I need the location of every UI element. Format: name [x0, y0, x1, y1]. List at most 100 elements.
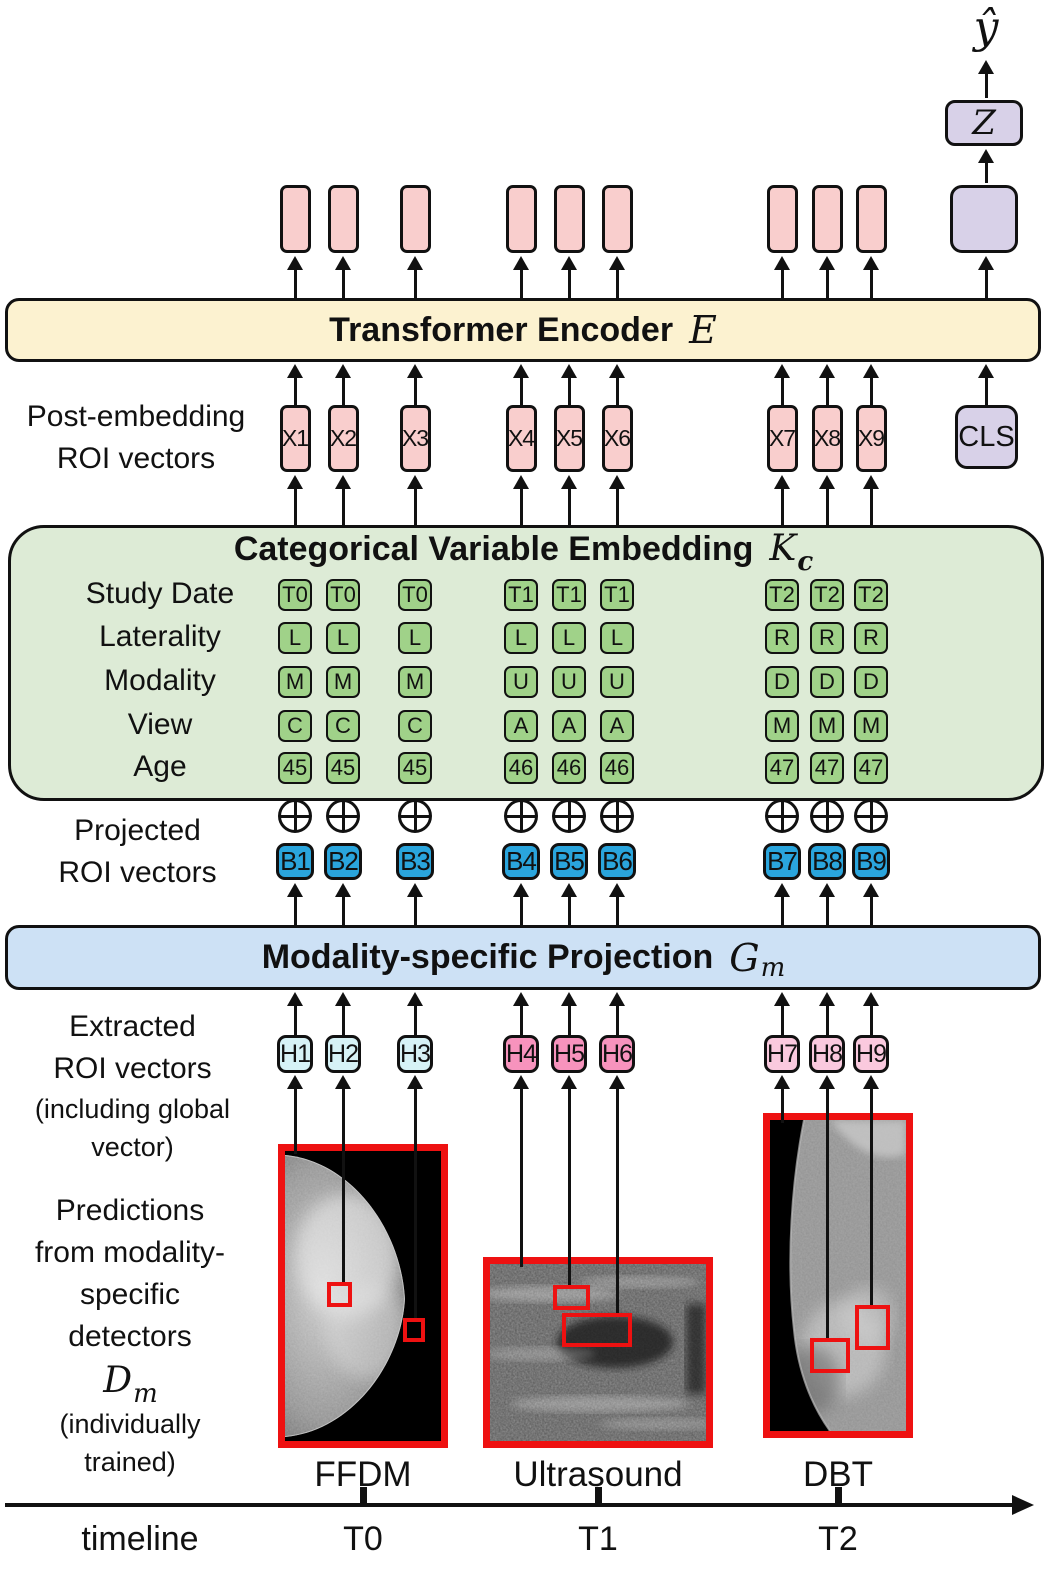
post-embedding-token-X9: X9	[855, 405, 887, 472]
row-label-study-date: Study Date	[85, 577, 235, 610]
embedding-to-x-2-arrowhead-icon	[335, 475, 351, 489]
x-to-encoder-3-arrowhead-icon	[407, 364, 423, 378]
projected-token-B1: B1	[276, 843, 314, 880]
embedding-cell-modality-1: M	[278, 666, 312, 698]
projection-to-b-6-line	[615, 893, 619, 925]
oplus-add-icon-7	[765, 799, 799, 833]
embedding-cell-age-1: 45	[278, 752, 312, 784]
h-to-projection-2-arrowhead-icon	[335, 992, 351, 1006]
oplus-add-icon-5	[552, 799, 586, 833]
embedding-cell-view-7: M	[765, 710, 799, 742]
h-to-projection-1-line	[293, 1002, 297, 1035]
embedding-cell-laterality-9: R	[854, 622, 888, 654]
projected-label-line2: ROI vectors	[58, 856, 217, 889]
projected-token-B4: B4	[502, 843, 540, 880]
h-to-projection-9-arrowhead-icon	[863, 992, 879, 1006]
dbt-roi-1	[810, 1338, 850, 1373]
extracted-roi-label: Extracted ROI vectors (including global …	[0, 1006, 265, 1166]
h-to-projection-8-arrowhead-icon	[819, 992, 835, 1006]
embedding-cell-modality-6: U	[600, 666, 634, 698]
detectors-label-line1: Predictions	[55, 1194, 205, 1227]
detectors-symbol-sub: m	[133, 1379, 158, 1409]
embedding-cell-modality-7: D	[765, 666, 799, 698]
output-token-5	[553, 185, 585, 253]
projection-band-title: Modality-specific Projection	[261, 938, 714, 976]
image-to-h-1-line	[293, 1085, 297, 1154]
time-t2-label: T2	[818, 1520, 858, 1558]
embedding-cell-age-8: 47	[810, 752, 844, 784]
embedding-to-x-4-line	[519, 485, 523, 525]
categorical-symbol-sub: c	[797, 547, 814, 577]
embedding-cell-view-4: A	[504, 710, 538, 742]
encoder-to-output-2-line	[341, 266, 345, 298]
embedding-to-x-3-line	[413, 485, 417, 525]
z-aggregation-box: Z	[945, 100, 1023, 146]
oplus-add-icon-1	[278, 799, 312, 833]
embedding-cell-study-date-3: T0	[398, 579, 432, 611]
x-to-encoder-7-line	[780, 374, 784, 405]
post-embedding-token-X7: X7	[766, 405, 798, 472]
x-to-encoder-4-arrowhead-icon	[513, 364, 529, 378]
extracted-label-line1: Extracted	[69, 1010, 196, 1043]
projected-token-B6: B6	[598, 843, 636, 880]
post-embedding-token-X6: X6	[601, 405, 633, 472]
dbt-label: DBT	[803, 1455, 873, 1494]
encoder-to-output-5-line	[567, 266, 571, 298]
encoder-to-square-line	[984, 266, 988, 298]
square-to-z-arrowhead-icon	[978, 149, 994, 163]
image-to-h-1-arrowhead-icon	[287, 1075, 303, 1089]
embedding-cell-view-6: A	[600, 710, 634, 742]
projection-to-b-1-line	[293, 893, 297, 925]
ffdm-mammogram-graphic	[285, 1151, 441, 1441]
timeline-tick-t2	[835, 1487, 842, 1504]
embedding-to-x-6-line	[615, 485, 619, 525]
cls-token-label: CLS	[958, 420, 1015, 453]
h-to-projection-4-arrowhead-icon	[513, 992, 529, 1006]
extracted-token-H2: H2	[325, 1035, 361, 1073]
ffdm-roi-2	[403, 1318, 425, 1342]
embedding-cell-view-2: C	[326, 710, 360, 742]
encoder-to-output-4-arrowhead-icon	[513, 256, 529, 270]
image-to-h-3-line	[413, 1085, 417, 1318]
embedding-cell-laterality-8: R	[810, 622, 844, 654]
projected-token-B3: B3	[396, 843, 434, 880]
oplus-add-icon-2	[326, 799, 360, 833]
output-token-9	[855, 185, 887, 253]
oplus-add-icon-3	[398, 799, 432, 833]
embedding-cell-study-date-4: T1	[504, 579, 538, 611]
embedding-to-x-9-line	[869, 485, 873, 525]
h-to-projection-6-arrowhead-icon	[609, 992, 625, 1006]
h-to-projection-2-line	[341, 1002, 345, 1035]
embedding-cell-study-date-5: T1	[552, 579, 586, 611]
projected-roi-label: Projected ROI vectors	[5, 810, 270, 894]
image-to-h-5-line	[567, 1085, 571, 1285]
square-to-z-line	[984, 159, 988, 183]
transformer-encoder-band: Transformer Encoder E	[5, 298, 1041, 362]
projection-to-b-5-arrowhead-icon	[561, 883, 577, 897]
projection-symbol-sub: m	[760, 952, 786, 983]
detectors-note1: (individually	[59, 1409, 201, 1439]
detectors-note2: trained)	[84, 1447, 176, 1477]
embedding-to-x-4-arrowhead-icon	[513, 475, 529, 489]
encoder-to-output-6-arrowhead-icon	[609, 256, 625, 270]
h-to-projection-3-arrowhead-icon	[407, 992, 423, 1006]
x-to-encoder-6-line	[615, 374, 619, 405]
timeline-tick-t0	[360, 1487, 367, 1504]
projection-to-b-2-line	[341, 893, 345, 925]
encoder-to-output-8-arrowhead-icon	[819, 256, 835, 270]
x-to-encoder-9-arrowhead-icon	[863, 364, 879, 378]
cls-token: CLS	[955, 405, 1018, 469]
encoder-to-output-2-arrowhead-icon	[335, 256, 351, 270]
image-to-h-2-arrowhead-icon	[335, 1075, 351, 1089]
image-to-h-9-arrowhead-icon	[863, 1075, 879, 1089]
projection-to-b-7-line	[780, 893, 784, 925]
x-to-encoder-5-arrowhead-icon	[561, 364, 577, 378]
oplus-add-icon-4	[504, 799, 538, 833]
embedding-cell-view-5: A	[552, 710, 586, 742]
image-to-h-7-arrowhead-icon	[774, 1075, 790, 1089]
x-to-encoder-5-line	[567, 374, 571, 405]
projection-to-b-8-arrowhead-icon	[819, 883, 835, 897]
embedding-to-x-5-arrowhead-icon	[561, 475, 577, 489]
embedding-to-x-2-line	[341, 485, 345, 525]
post-embedding-token-X3: X3	[399, 405, 431, 472]
